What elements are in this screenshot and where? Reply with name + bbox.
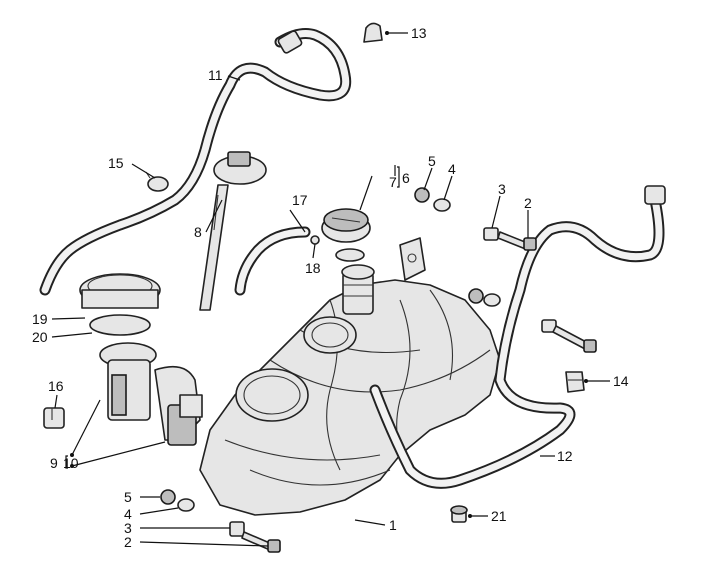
fuel-pump-assembly <box>79 273 203 446</box>
callout-1: 1 <box>389 517 397 533</box>
callout-9: 9 <box>50 455 58 471</box>
callout-17: 17 <box>292 192 308 208</box>
callouts: 1 2 2 3 3 4 4 5 5 6 7 8 9 10 11 12 13 14… <box>32 25 629 550</box>
callout-10: 10 <box>63 455 79 471</box>
fuel-level-sender <box>199 151 267 311</box>
clip-16 <box>43 407 65 429</box>
clip-14 <box>565 371 585 393</box>
hose-12 <box>369 185 666 489</box>
hardware-upper-right <box>414 187 597 353</box>
callout-3-upper: 3 <box>498 181 506 197</box>
callout-21: 21 <box>491 508 507 524</box>
callout-12: 12 <box>557 448 573 464</box>
fuel-cap <box>310 208 371 262</box>
hose-17 <box>234 226 311 296</box>
callout-bracket-6-7 <box>397 166 400 188</box>
callout-2-lower: 2 <box>124 534 132 550</box>
callout-bracket-9-10 <box>65 455 68 469</box>
hardware-lower-left <box>160 489 468 553</box>
callout-3-lower: 3 <box>124 520 132 536</box>
callout-19: 19 <box>32 311 48 327</box>
callout-18: 18 <box>305 260 321 276</box>
callout-8: 8 <box>194 224 202 240</box>
callout-15: 15 <box>108 155 124 171</box>
clamp-13 <box>363 22 383 43</box>
callout-11: 11 <box>208 67 223 83</box>
callout-20: 20 <box>32 329 48 345</box>
callout-13: 13 <box>411 25 427 41</box>
fuel-tank <box>199 237 501 516</box>
callout-5-lower: 5 <box>124 489 132 505</box>
callout-4-upper: 4 <box>448 161 456 177</box>
callout-6: 6 <box>402 170 410 186</box>
leader-lines <box>51 31 610 547</box>
callout-7: 7 <box>389 174 397 190</box>
hose-11 <box>39 28 352 296</box>
callout-4-lower: 4 <box>124 506 132 522</box>
callout-2-upper: 2 <box>524 195 532 211</box>
callout-16: 16 <box>48 378 64 394</box>
callout-5-upper: 5 <box>428 153 436 169</box>
callout-14: 14 <box>613 373 629 389</box>
